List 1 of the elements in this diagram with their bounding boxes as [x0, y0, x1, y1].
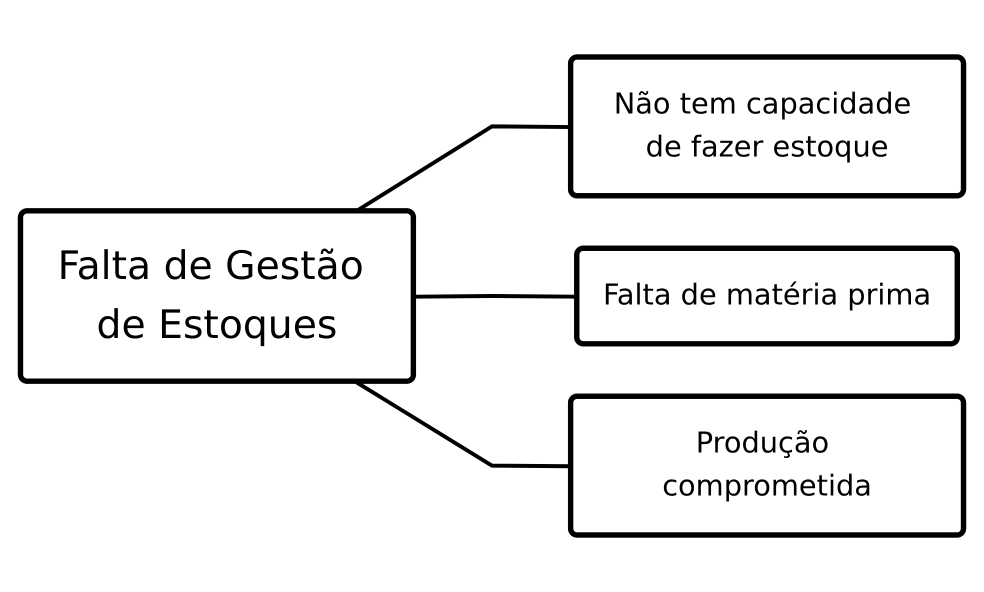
- mind-map-diagram: Falta de Gestão de Estoques Não tem capacidade de fazer estoque Falta de matéria prima Produção comprometida: [10, 10, 974, 582]
